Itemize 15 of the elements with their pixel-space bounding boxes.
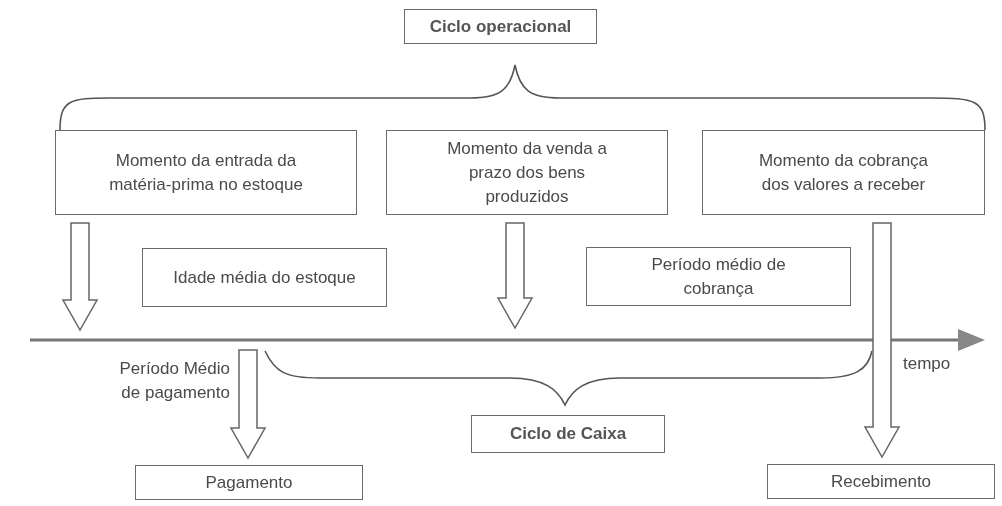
- process-box: Recebimento: [767, 464, 995, 499]
- axis-label: tempo: [903, 353, 952, 375]
- period-label: Período Médio de pagamento: [118, 358, 230, 404]
- process-box: Momento da venda a prazo dos bens produzidos: [386, 130, 668, 215]
- process-box: Período médio de cobrança: [586, 247, 851, 306]
- process-box: Momento da cobrança dos valores a receber: [702, 130, 985, 215]
- title-box: Ciclo de Caixa: [471, 415, 665, 453]
- title-box: Ciclo operacional: [404, 9, 597, 44]
- process-box: Pagamento: [135, 465, 363, 500]
- process-box: Idade média do estoque: [142, 248, 387, 307]
- hollow-arrow: [229, 349, 267, 460]
- hollow-arrow: [61, 222, 99, 332]
- hollow-arrow: [863, 222, 901, 459]
- process-box: Momento da entrada da matéria-prima no estoque: [55, 130, 357, 215]
- hollow-arrow: [496, 222, 534, 330]
